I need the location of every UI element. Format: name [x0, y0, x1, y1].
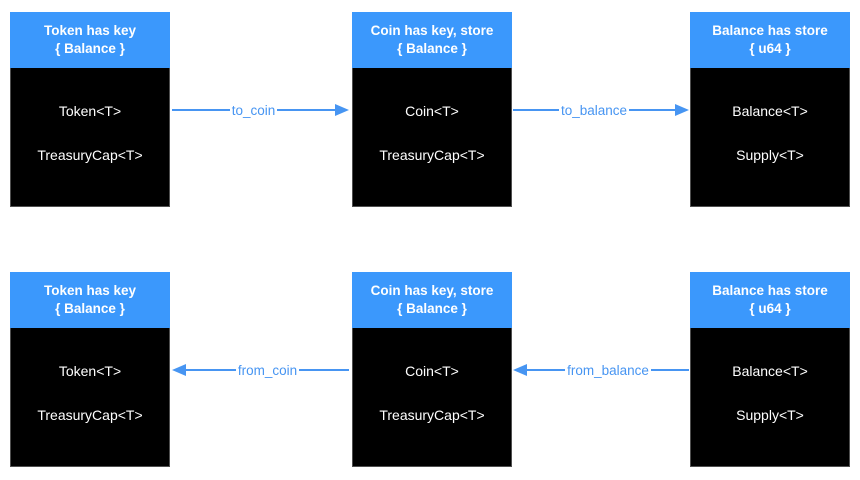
node-token-bottom: Token has key { Balance } Token<T> Treas…	[10, 272, 170, 467]
arrow-line	[527, 369, 566, 371]
node-type-line: Token<T>	[58, 103, 122, 119]
node-type-line: TreasuryCap<T>	[379, 147, 485, 163]
arrow-line	[299, 369, 349, 371]
arrowhead-right-icon	[675, 104, 689, 116]
node-type-line: TreasuryCap<T>	[379, 407, 485, 423]
arrowhead-right-icon	[335, 104, 350, 116]
arrowhead-left-icon	[513, 364, 527, 376]
node-balance-top-body: Balance<T> Supply<T>	[690, 68, 850, 207]
node-type-line: Token<T>	[58, 363, 122, 379]
node-type-line: TreasuryCap<T>	[37, 407, 143, 423]
node-token-top-body: Token<T> TreasuryCap<T>	[10, 68, 170, 207]
arrow-label: from_balance	[567, 362, 649, 378]
node-type-line: Coin<T>	[405, 363, 459, 379]
node-coin-top-body: Coin<T> TreasuryCap<T>	[352, 68, 512, 207]
node-balance-top-header: Balance has store { u64 }	[690, 12, 850, 68]
node-header-line1: Coin has key, store	[370, 22, 494, 38]
node-header-line2: { u64 }	[749, 41, 791, 56]
node-token-bottom-body: Token<T> TreasuryCap<T>	[10, 328, 170, 467]
node-coin-top-header: Coin has key, store { Balance }	[352, 12, 512, 68]
arrow-to-coin: to_coin	[172, 100, 350, 120]
arrow-label: from_coin	[237, 362, 298, 378]
node-token-top-header: Token has key { Balance }	[10, 12, 170, 68]
arrow-line	[650, 369, 689, 371]
node-type-line: Balance<T>	[732, 103, 808, 119]
node-coin-bottom-header: Coin has key, store { Balance }	[352, 272, 512, 328]
node-token-top: Token has key { Balance } Token<T> Treas…	[10, 12, 170, 207]
arrow-from-coin: from_coin	[172, 360, 349, 380]
arrow-from-balance: from_balance	[513, 360, 689, 380]
arrow-label: to_coin	[231, 102, 276, 118]
arrow-line	[277, 109, 336, 111]
node-header-line2: { Balance }	[55, 301, 125, 316]
node-header-line2: { Balance }	[397, 41, 467, 56]
node-type-line: Supply<T>	[736, 147, 804, 163]
node-coin-bottom-body: Coin<T> TreasuryCap<T>	[352, 328, 512, 467]
arrowhead-left-icon	[172, 364, 186, 376]
node-balance-bottom: Balance has store { u64 } Balance<T> Sup…	[690, 272, 850, 467]
node-balance-bottom-header: Balance has store { u64 }	[690, 272, 850, 328]
node-header-line1: Balance has store	[712, 22, 828, 38]
node-coin-bottom: Coin has key, store { Balance } Coin<T> …	[352, 272, 512, 467]
node-type-line: Coin<T>	[405, 103, 459, 119]
node-token-bottom-header: Token has key { Balance }	[10, 272, 170, 328]
arrow-line	[629, 109, 675, 111]
arrow-line	[186, 369, 236, 371]
node-header-line2: { Balance }	[55, 41, 125, 56]
node-header-line1: Balance has store	[712, 282, 828, 298]
node-balance-bottom-body: Balance<T> Supply<T>	[690, 328, 850, 467]
node-header-line2: { Balance }	[397, 301, 467, 316]
node-type-line: Balance<T>	[732, 363, 808, 379]
arrow-to-balance: to_balance	[513, 100, 689, 120]
node-header-line1: Coin has key, store	[370, 282, 494, 298]
node-coin-top: Coin has key, store { Balance } Coin<T> …	[352, 12, 512, 207]
node-balance-top: Balance has store { u64 } Balance<T> Sup…	[690, 12, 850, 207]
arrow-label: to_balance	[560, 102, 628, 118]
node-type-line: Supply<T>	[736, 407, 804, 423]
node-type-line: TreasuryCap<T>	[37, 147, 143, 163]
arrow-line	[513, 109, 559, 111]
node-header-line2: { u64 }	[749, 301, 791, 316]
node-header-line1: Token has key	[43, 22, 137, 38]
node-header-line1: Token has key	[43, 282, 137, 298]
arrow-line	[172, 109, 230, 111]
